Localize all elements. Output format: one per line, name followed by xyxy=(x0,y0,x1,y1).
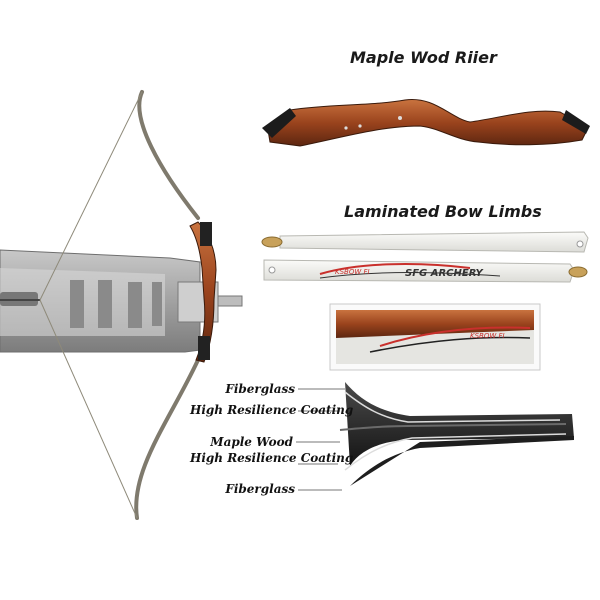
label-fiberglass-top: Fiberglass xyxy=(205,383,295,396)
label-maple-wood: Maple Wood xyxy=(190,436,293,449)
laminate-cross-section xyxy=(340,382,574,486)
label-coating-top: High Resilience Coating xyxy=(190,404,295,417)
riser-title: Maple Wod Riier xyxy=(350,48,497,67)
label-coating-bottom: High Resilience Coating xyxy=(190,452,295,465)
limb-closeup: KSBOW FI xyxy=(330,304,540,370)
riser-illustration xyxy=(262,100,590,146)
limb-model-text: KSBOW FI xyxy=(335,268,370,276)
limb-brand-text: SFG ARCHERY xyxy=(405,268,484,279)
bow-limbs: KSBOW FI SFG ARCHERY xyxy=(262,232,588,282)
label-fiberglass-bottom: Fiberglass xyxy=(205,483,295,496)
limbs-title: Laminated Bow Limbs xyxy=(344,202,542,221)
closeup-model-text: KSBOW FI xyxy=(470,332,505,340)
